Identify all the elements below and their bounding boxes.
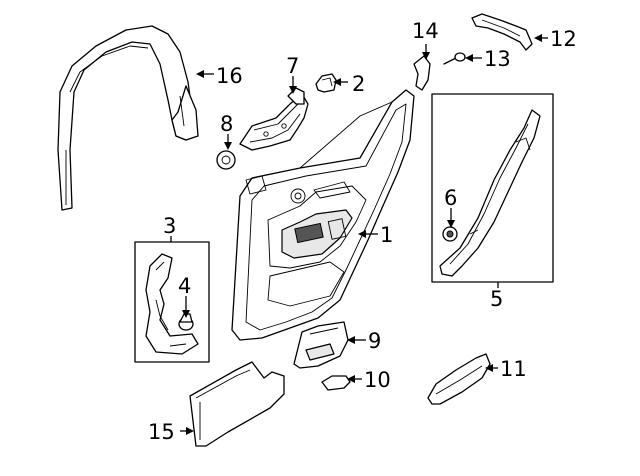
callout-1: 1 (380, 223, 393, 247)
part-1-door-trim-panel (231, 89, 415, 341)
part-14-clip (413, 55, 431, 91)
callout-10: 10 (364, 368, 391, 392)
callout-5: 5 (490, 287, 503, 311)
callout-13: 13 (484, 47, 511, 71)
callout-11: 11 (500, 357, 527, 381)
part-16-door-frame-seal (57, 25, 199, 211)
part-5-pillar-trim (439, 109, 541, 277)
callout-9: 9 (368, 329, 381, 353)
callout-3: 3 (163, 214, 176, 238)
callout-16: 16 (216, 64, 243, 88)
part-10-pad (321, 375, 351, 391)
callout-box-5 (431, 93, 554, 283)
part-15-map-pocket (189, 361, 285, 447)
part-7-handle-bracket (239, 87, 309, 151)
part-9-switch-bezel (293, 321, 349, 369)
callout-4: 4 (178, 274, 191, 298)
part-13-screw (443, 52, 466, 65)
callout-2: 2 (352, 72, 365, 96)
callout-7: 7 (286, 54, 299, 78)
callout-box-3 (134, 241, 210, 363)
part-6-clip (442, 226, 458, 242)
callout-6: 6 (444, 186, 457, 210)
callout-14: 14 (412, 19, 439, 43)
part-3-bracket (145, 253, 199, 355)
callout-8: 8 (220, 112, 233, 136)
part-8-grommet (216, 150, 236, 170)
part-12-grab-handle (471, 13, 533, 51)
callout-15: 15 (148, 420, 175, 444)
part-2-clip (315, 73, 337, 93)
callout-12: 12 (550, 27, 577, 51)
part-11-trim-cover (427, 353, 491, 405)
